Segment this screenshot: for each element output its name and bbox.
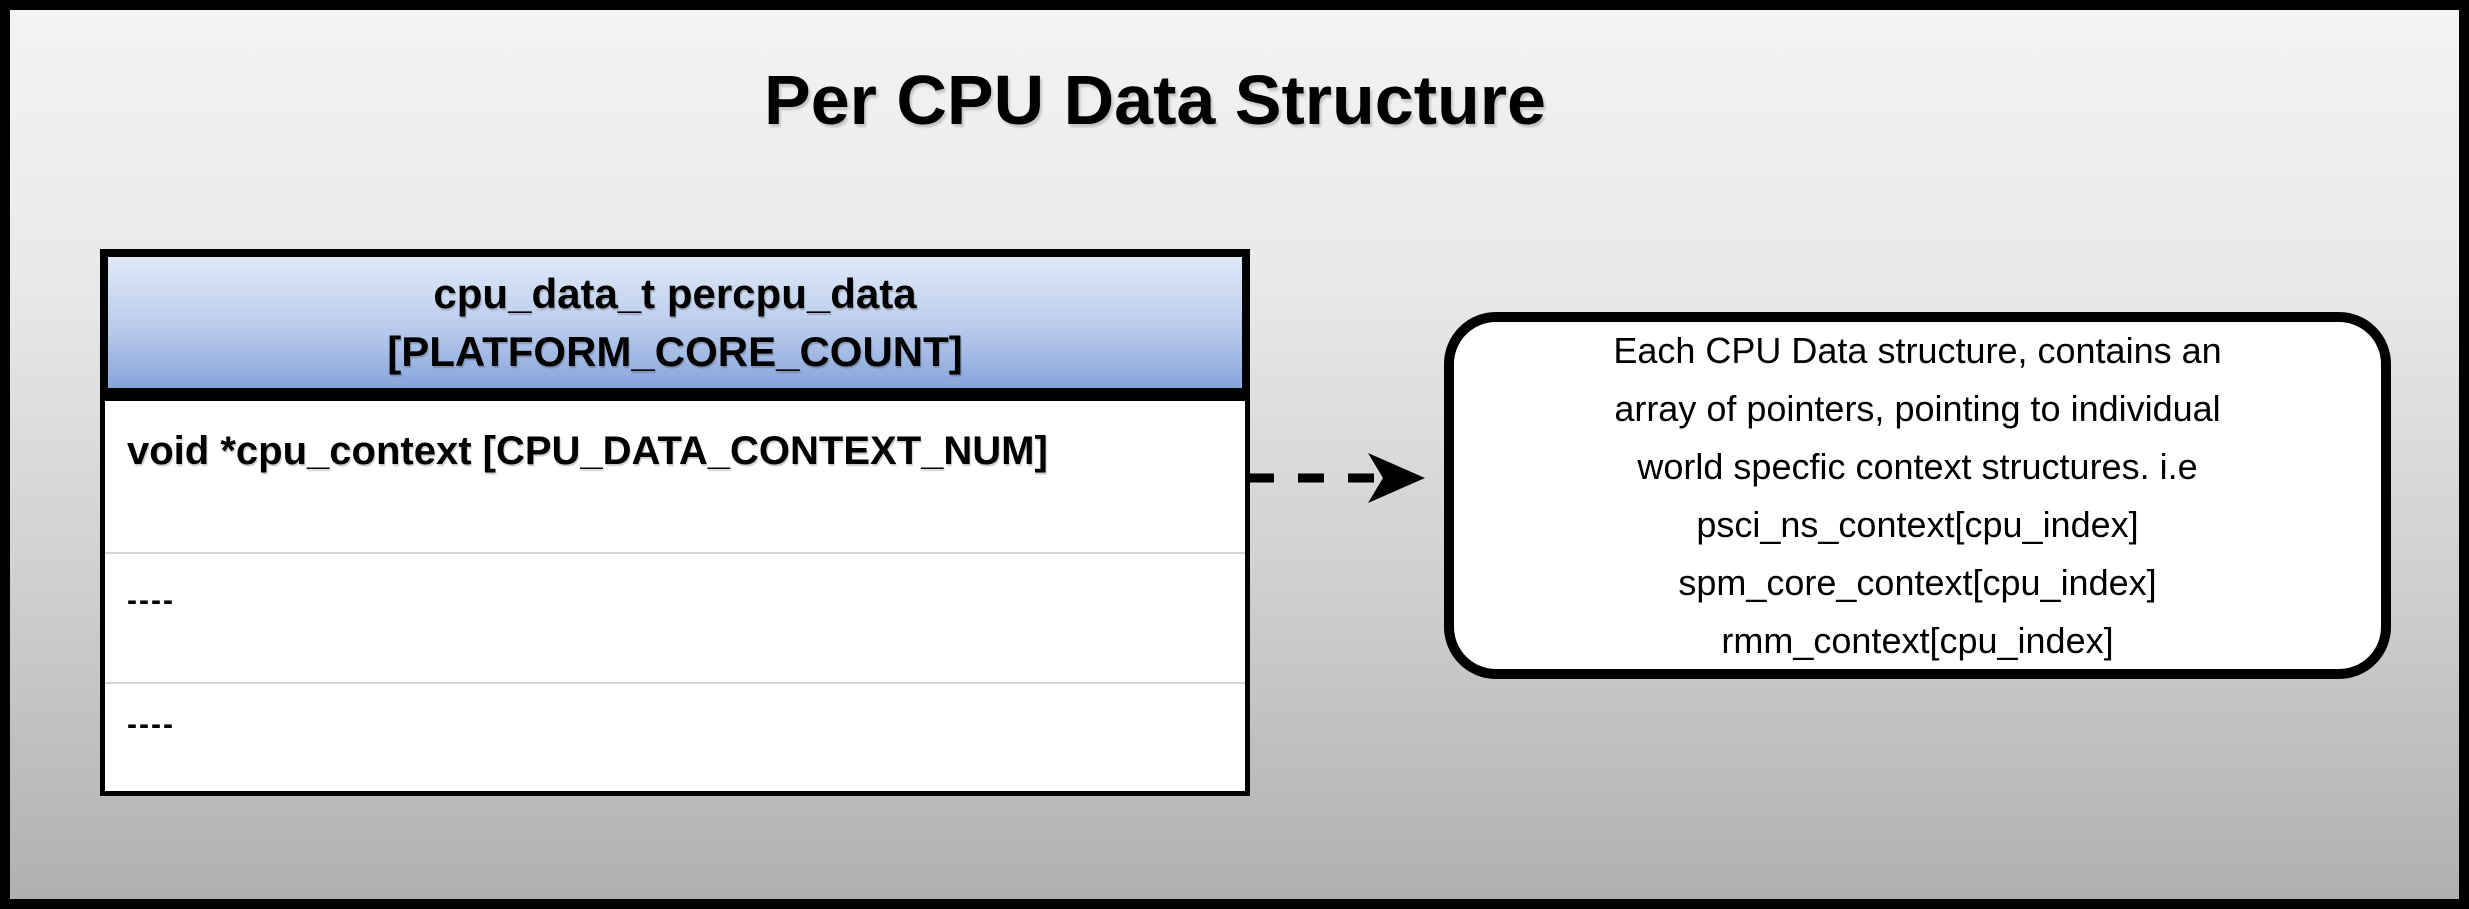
callout-line-5: spm_core_context[cpu_index]: [1678, 561, 2157, 603]
dashed-arrow: [1248, 453, 1425, 503]
arrow-head-icon: [1368, 453, 1425, 503]
callout-line-4: psci_ns_context[cpu_index]: [1696, 503, 2139, 545]
struct-row-placeholder-1: ----: [105, 554, 1245, 684]
struct-header-line-2: [PLATFORM_CORE_COUNT]: [387, 327, 963, 375]
callout-line-3: world specfic context structures. i.e: [1637, 445, 2198, 487]
struct-header-line-1: cpu_data_t percpu_data: [433, 269, 917, 317]
callout-line-1: Each CPU Data structure, contains an: [1613, 329, 2222, 371]
callout-line-2: array of pointers, pointing to individua…: [1614, 387, 2221, 429]
callout-box: Each CPU Data structure, contains an arr…: [1444, 312, 2391, 679]
struct-table-header: cpu_data_t percpu_data [PLATFORM_CORE_CO…: [100, 249, 1250, 396]
callout-line-6: rmm_context[cpu_index]: [1721, 619, 2114, 661]
struct-row-cpu-context: void *cpu_context [CPU_DATA_CONTEXT_NUM]: [105, 401, 1245, 554]
page-title: Per CPU Data Structure: [764, 61, 1546, 139]
struct-row-placeholder-2: ----: [127, 708, 175, 741]
struct-table-body: void *cpu_context [CPU_DATA_CONTEXT_NUM]…: [100, 396, 1250, 796]
